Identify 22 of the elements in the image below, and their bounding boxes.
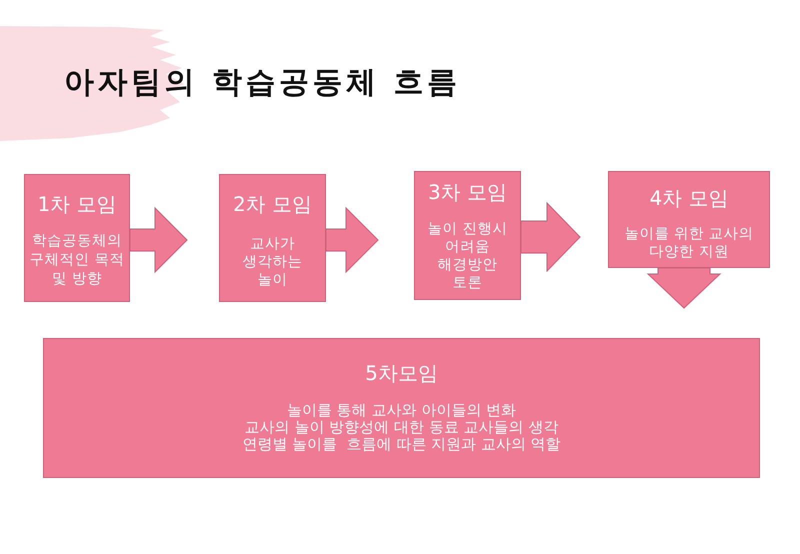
step-box: [608, 171, 770, 268]
step-box: [43, 338, 760, 478]
block-arrow: [130, 206, 188, 274]
step-heading: 4차 모임: [649, 186, 729, 210]
step-description: 교사가 생각하는 놀이: [242, 235, 304, 289]
step-heading: 3차 모임: [428, 180, 508, 204]
step-description: 놀이를 위한 교사의 다양한 지원: [623, 225, 755, 261]
step-box: [24, 174, 130, 302]
step-description: 놀이 진행시 어려움 해경방안 토론: [426, 220, 508, 292]
step-description: 학습공동체의 구체적인 목적 및 방향: [28, 232, 126, 289]
step-box: [414, 171, 521, 300]
step-description: 교사의 놀이 방향성에 대한 동료 교사들의 생각: [244, 419, 558, 436]
step-heading: 1차 모임: [37, 192, 117, 216]
block-arrow: [520, 202, 581, 272]
step-heading: 2차 모임: [232, 192, 312, 216]
block-arrow: [646, 268, 722, 309]
step-description: 놀이를 통해 교사와 아이들의 변화: [286, 402, 516, 419]
block-arrow: [326, 206, 379, 274]
step-description: 연령별 놀이를 흐름에 따른 지원과 교사의 역할: [242, 436, 561, 453]
diagram-title: 아자팀의 학습공동체 흐름: [64, 64, 460, 102]
step-heading: 5차모임: [365, 361, 438, 385]
step-box: [219, 174, 326, 302]
